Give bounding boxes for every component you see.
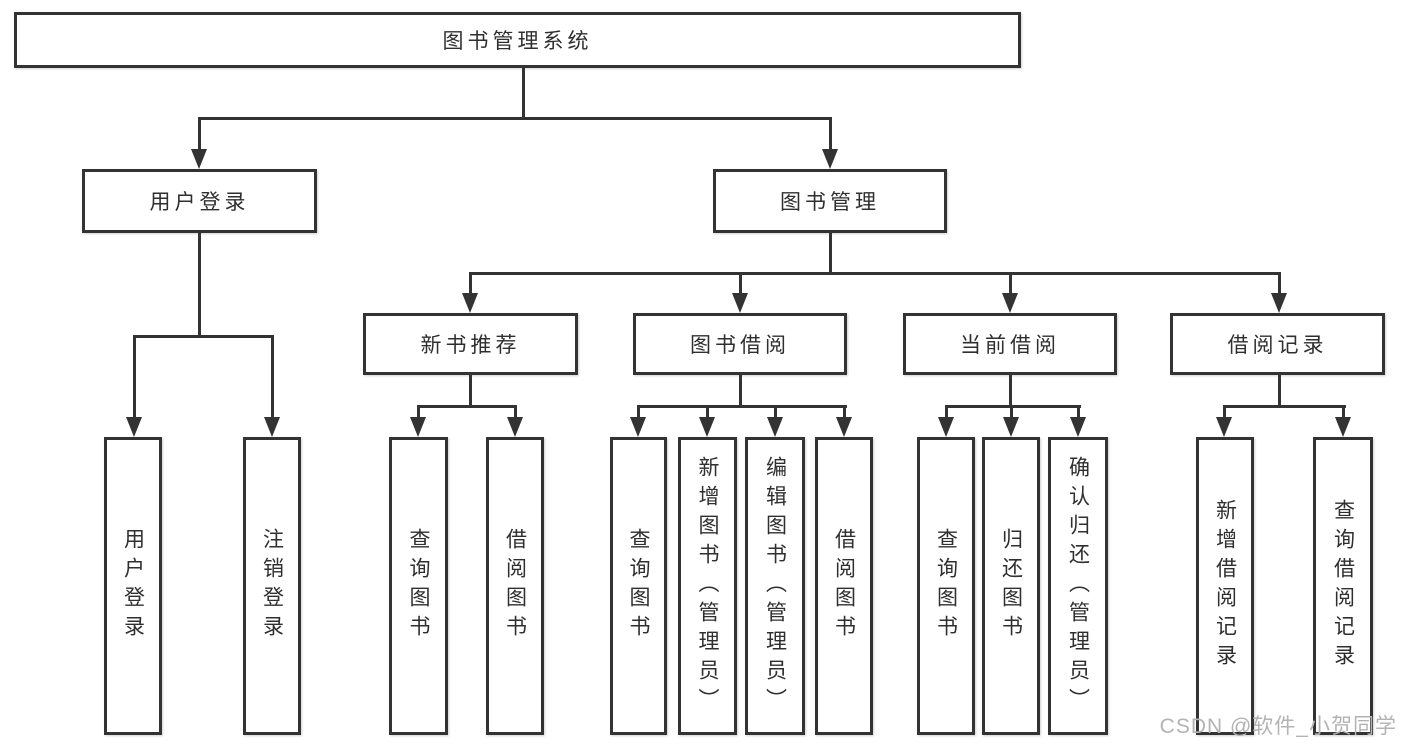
leaf-label: 查询借阅记录 <box>1331 499 1355 673</box>
node-user-login: 用户登录 <box>82 169 317 233</box>
connector-line <box>1277 375 1281 406</box>
connector-arrow-icon <box>1277 273 1281 293</box>
leaf-borrow-books: 借阅图书 <box>815 437 873 735</box>
leaf-label: 注销登录 <box>260 528 284 644</box>
connector-line <box>1008 375 1012 406</box>
node-current-borrowing: 当前借阅 <box>903 313 1117 375</box>
connector-line <box>468 375 472 406</box>
connector-arrow-icon <box>1222 406 1226 417</box>
connector-line <box>738 375 742 406</box>
connector-line <box>636 404 847 408</box>
connector-line <box>944 404 1081 408</box>
connector-arrow-icon <box>705 406 709 417</box>
leaf-label: 借阅图书 <box>832 528 856 644</box>
leaf-logout: 注销登录 <box>243 437 301 735</box>
connector-line <box>468 271 1281 275</box>
connector-arrow-icon <box>773 406 777 417</box>
leaf-label: 新增借阅记录 <box>1213 499 1237 673</box>
connector-arrow-icon <box>270 336 274 417</box>
connector-arrow-icon <box>1341 406 1345 417</box>
connector-arrow-icon <box>842 406 846 417</box>
leaf-return-books: 归还图书 <box>982 437 1040 735</box>
leaf-edit-books-admin: 编辑图书（管理员） <box>745 437 805 735</box>
leaf-label: 查询图书 <box>627 528 650 644</box>
connector-arrow-icon <box>636 406 640 417</box>
connector-line <box>197 233 201 336</box>
node-book-management: 图书管理 <box>713 169 947 233</box>
leaf-label: 确认归还（管理员） <box>1066 455 1090 717</box>
node-new-book-recommendation: 新书推荐 <box>363 313 578 375</box>
connector-line <box>197 116 832 120</box>
connector-arrow-icon <box>197 118 201 149</box>
connector-line <box>828 233 832 272</box>
leaf-label: 查询图书 <box>407 528 430 644</box>
connector-arrow-icon <box>738 273 742 293</box>
leaf-label: 借阅图书 <box>503 528 527 644</box>
node-borrowing-records: 借阅记录 <box>1170 313 1385 375</box>
leaf-borrow-books-recommend: 借阅图书 <box>486 437 544 735</box>
connector-arrow-icon <box>132 336 136 417</box>
leaf-user-login: 用户登录 <box>104 437 162 735</box>
leaf-add-borrow-record: 新增借阅记录 <box>1196 437 1254 735</box>
csdn-watermark: CSDN @软件_小贺同学 <box>1159 715 1397 738</box>
connector-arrow-icon <box>1008 273 1012 293</box>
leaf-label: 编辑图书（管理员） <box>763 455 787 717</box>
connector-arrow-icon <box>944 406 948 417</box>
connector-arrow-icon <box>513 406 517 417</box>
leaf-label: 查询图书 <box>934 528 958 644</box>
connector-arrow-icon <box>468 273 472 293</box>
node-library-management-system: 图书管理系统 <box>14 12 1021 68</box>
leaf-confirm-return-admin: 确认归还（管理员） <box>1048 437 1108 735</box>
node-book-borrowing: 图书借阅 <box>633 313 847 375</box>
leaf-query-books-borrowing: 查询图书 <box>610 437 667 735</box>
leaf-label: 用户登录 <box>121 528 145 644</box>
connector-line <box>416 404 517 408</box>
connector-line <box>521 68 525 118</box>
connector-arrow-icon <box>828 118 832 149</box>
connector-arrow-icon <box>1076 406 1080 417</box>
leaf-label: 归还图书 <box>999 528 1023 644</box>
connector-arrow-icon <box>1009 406 1013 417</box>
leaf-label: 新增图书（管理员） <box>696 455 719 717</box>
leaf-add-books-admin: 新增图书（管理员） <box>678 437 737 735</box>
leaf-query-books-current: 查询图书 <box>917 437 975 735</box>
leaf-query-books-recommend: 查询图书 <box>389 437 448 735</box>
leaf-query-borrow-record: 查询借阅记录 <box>1313 437 1373 735</box>
connector-line <box>132 334 274 338</box>
connector-line <box>1222 404 1346 408</box>
connector-arrow-icon <box>416 406 420 417</box>
